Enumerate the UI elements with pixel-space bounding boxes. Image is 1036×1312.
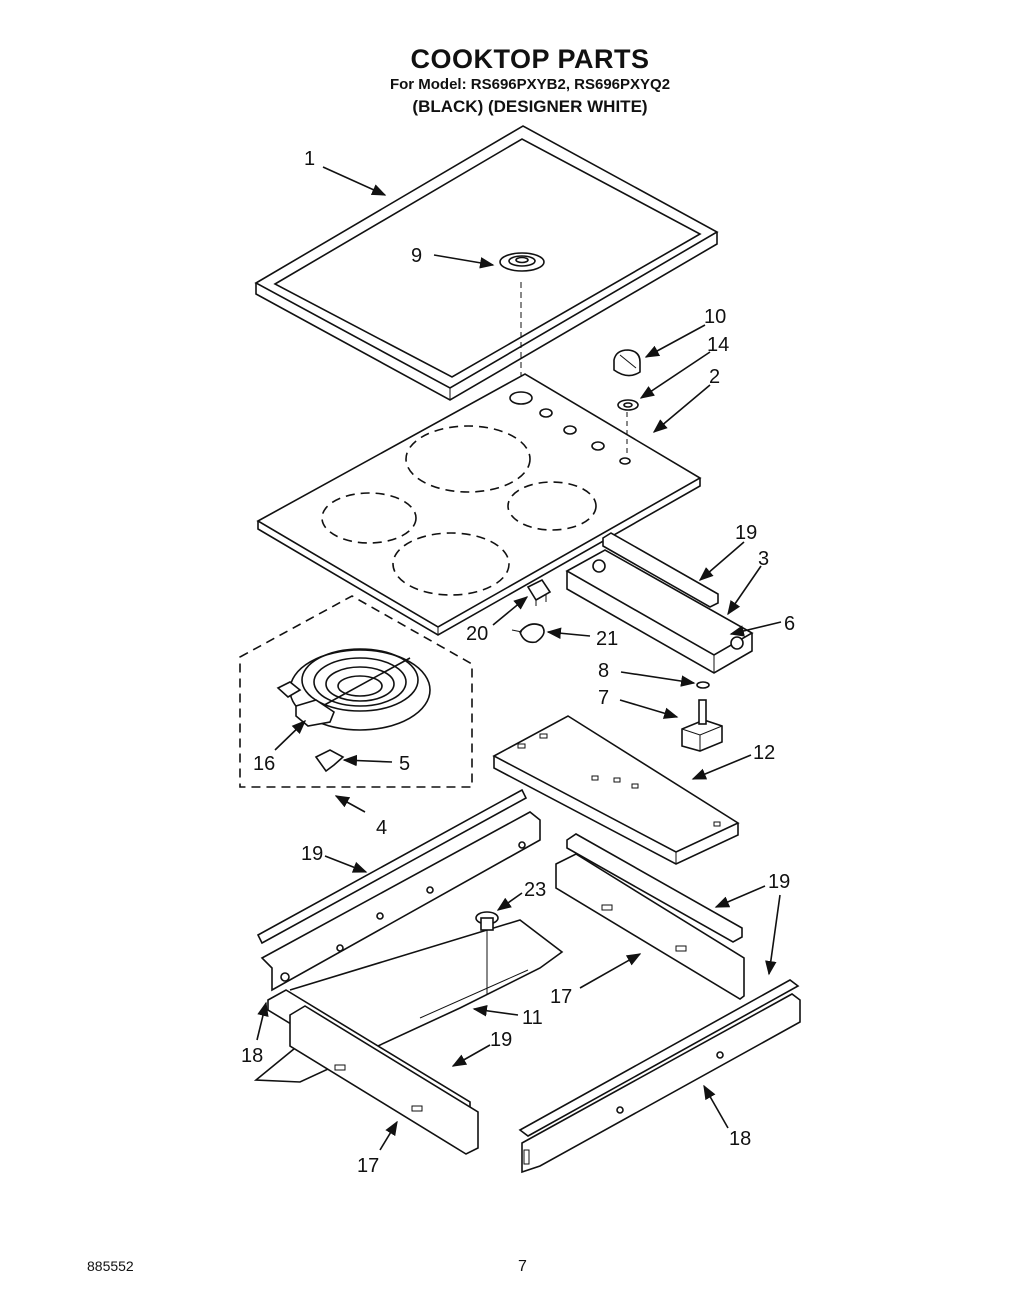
part-grommet-lower — [475, 911, 499, 995]
part-terminal-block — [526, 578, 552, 606]
callout-labels: 1 9 10 14 2 19 3 6 20 21 8 7 16 5 4 12 1… — [241, 148, 795, 1177]
callout-17-left: 17 — [357, 1155, 379, 1177]
part-front-rail-left — [267, 989, 479, 1155]
callout-23: 23 — [524, 879, 546, 901]
callout-4: 4 — [376, 817, 387, 839]
callout-21: 21 — [596, 628, 618, 650]
part-element-assembly — [239, 595, 473, 788]
part-front-rail-right — [518, 979, 801, 1174]
page-number: 7 — [518, 1258, 527, 1275]
callout-10: 10 — [704, 306, 726, 328]
callout-3: 3 — [758, 548, 769, 570]
callout-19-left: 19 — [301, 843, 323, 865]
document-number: 885552 — [87, 1258, 134, 1274]
part-frame — [254, 125, 719, 401]
model-line: For Model: RS696PXYB2, RS696PXYQ2 — [389, 76, 671, 93]
part-control-panel — [492, 715, 740, 865]
part-trim-strip-upper — [602, 532, 719, 608]
part-knob-washer — [617, 399, 639, 455]
part-glass-top — [256, 373, 702, 636]
callout-17-right: 17 — [550, 986, 572, 1008]
part-element-clip — [314, 749, 345, 773]
callout-6: 6 — [784, 613, 795, 635]
callout-16: 16 — [253, 753, 275, 775]
callout-19-upper: 19 — [735, 522, 757, 544]
part-side-rail-right-rear — [555, 833, 745, 1000]
part-side-rail-left-rear — [256, 788, 541, 992]
callout-9: 9 — [411, 245, 422, 267]
leader-lines — [256, 166, 782, 1151]
part-switch-washer — [696, 681, 710, 689]
part-bottom-pan — [253, 919, 564, 1083]
color-line: (BLACK) (DESIGNER WHITE) — [412, 97, 648, 116]
callout-19-right: 19 — [768, 871, 790, 893]
callout-1: 1 — [304, 148, 315, 170]
part-wire-connector — [511, 623, 545, 644]
callout-7: 7 — [598, 687, 609, 709]
callout-18-right: 18 — [729, 1128, 751, 1150]
callout-11: 11 — [522, 1007, 543, 1029]
callout-2: 2 — [709, 366, 720, 388]
callout-5: 5 — [399, 753, 410, 775]
part-knob — [613, 349, 641, 377]
page-title: COOKTOP PARTS — [410, 44, 650, 74]
part-grommet — [499, 252, 545, 385]
callout-18-left: 18 — [241, 1045, 263, 1067]
callout-19-front: 19 — [490, 1029, 512, 1051]
callout-14: 14 — [707, 334, 729, 356]
callout-12: 12 — [753, 742, 775, 764]
callout-8: 8 — [598, 660, 609, 682]
callout-20: 20 — [466, 623, 488, 645]
part-infinite-switch — [681, 699, 723, 752]
part-control-bracket — [565, 549, 754, 674]
